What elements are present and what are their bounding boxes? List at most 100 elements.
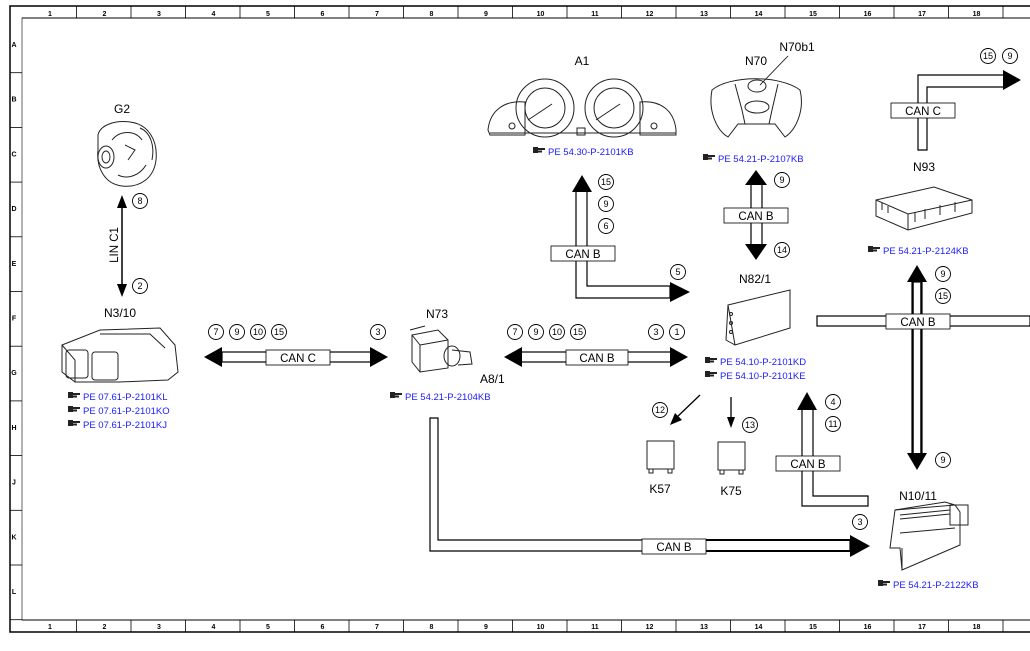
can-b-n70-label: CAN B xyxy=(738,211,773,223)
column-number: 2 xyxy=(103,11,107,18)
n93-label: N93 xyxy=(913,160,935,174)
column-number: 7 xyxy=(375,624,379,631)
component-n73[interactable]: N73 A8/1 PE 54.21-P-2104KB xyxy=(390,307,505,403)
reference-link[interactable]: PE 54.21-P-2107KB xyxy=(703,154,804,165)
hand-pointer-icon xyxy=(533,147,545,153)
column-number: 10 xyxy=(537,11,545,18)
bus-can-b-n10: CAN B 4 11 xyxy=(775,392,869,507)
callout-circle xyxy=(528,324,544,340)
component-k57[interactable]: K57 xyxy=(646,440,675,496)
reference-text[interactable]: PE 54.10-P-2101KE xyxy=(720,371,806,382)
callout-circle xyxy=(507,324,523,340)
reference-text[interactable]: PE 54.21-P-2124KB xyxy=(883,246,969,257)
can-b-mid-label: CAN B xyxy=(579,353,614,365)
reference-text[interactable]: PE 07.61-P-2101KJ xyxy=(83,420,167,431)
hand-pointer-icon xyxy=(703,154,715,160)
callout-number: 2 xyxy=(137,281,142,291)
callout-circle xyxy=(598,196,614,212)
reference-text[interactable]: PE 54.21-P-2104KB xyxy=(405,392,491,403)
callout-circle xyxy=(132,278,148,294)
row-letter: A xyxy=(11,42,16,49)
reference-link[interactable]: PE 07.61-P-2101KO xyxy=(68,406,170,417)
callout-circle xyxy=(825,416,841,432)
callout-number: 3 xyxy=(653,327,658,337)
reference-text[interactable]: PE 54.21-P-2107KB xyxy=(718,154,804,165)
reference-text[interactable]: PE 54.21-P-2122KB xyxy=(893,580,979,591)
ignition-switch-icon xyxy=(409,325,473,373)
callout-number: 9 xyxy=(779,175,784,185)
callout-circle xyxy=(935,452,951,468)
component-n70[interactable]: N70 N70b1 PE 54.21-P-2107KB xyxy=(703,40,815,165)
callout-number: 9 xyxy=(940,269,945,279)
reference-text[interactable]: PE 07.61-P-2101KL xyxy=(83,392,168,403)
column-number: 7 xyxy=(375,11,379,18)
can-b-bottom-label: CAN B xyxy=(656,542,691,554)
hand-pointer-icon xyxy=(68,392,80,398)
n73-label: N73 xyxy=(426,307,448,321)
drawing-frame xyxy=(9,5,1030,633)
component-g2[interactable]: G2 xyxy=(97,102,157,187)
column-number: 13 xyxy=(700,624,708,631)
can-c-right-label: CAN C xyxy=(905,106,941,118)
column-number: 10 xyxy=(537,624,545,631)
callout-number: 15 xyxy=(601,177,611,187)
component-n10-11[interactable]: N10/11 PE 54.21-P-2122KB xyxy=(878,489,979,591)
reference-link[interactable]: PE 07.61-P-2101KJ xyxy=(68,420,167,431)
column-number: 18 xyxy=(973,11,981,18)
column-number: 11 xyxy=(591,11,599,18)
column-number: 5 xyxy=(266,11,270,18)
callout-number: 14 xyxy=(777,245,787,255)
callout-number: 6 xyxy=(603,221,608,231)
callout-circle xyxy=(648,324,664,340)
reference-text[interactable]: PE 07.61-P-2101KO xyxy=(83,406,170,417)
callout-number: 15 xyxy=(274,327,284,337)
bus-can-b-bottom: CAN B 3 xyxy=(429,417,870,557)
callout-circle xyxy=(742,417,758,433)
hand-pointer-icon xyxy=(68,420,80,426)
k57-signal-arrow: 12 xyxy=(652,394,701,425)
callout-number: 4 xyxy=(830,397,835,407)
reference-link[interactable]: PE 07.61-P-2101KL xyxy=(68,392,168,403)
column-number: 13 xyxy=(700,11,708,18)
row-letter: L xyxy=(12,589,17,596)
callout-number: 1 xyxy=(674,327,679,337)
component-k75[interactable]: K75 xyxy=(717,441,746,498)
reference-link[interactable]: PE 54.21-P-2104KB xyxy=(390,392,491,403)
reference-link[interactable]: PE 54.21-P-2122KB xyxy=(878,580,979,591)
engine-control-unit-icon xyxy=(61,327,179,383)
callout-number: 15 xyxy=(938,291,948,301)
can-b-a1-label: CAN B xyxy=(565,249,600,261)
callout-circle xyxy=(570,324,586,340)
column-number: 6 xyxy=(321,624,325,631)
component-n93[interactable]: N93 PE 54.21-P-2124KB xyxy=(868,160,973,257)
callout-number: 9 xyxy=(533,327,538,337)
reference-text[interactable]: PE 54.30-P-2101KB xyxy=(548,147,634,158)
column-number: 2 xyxy=(103,624,107,631)
reference-link[interactable]: PE 54.21-P-2124KB xyxy=(868,246,969,257)
can-b-n10-label: CAN B xyxy=(790,459,825,471)
n82-1-label: N82/1 xyxy=(739,272,771,286)
callout-number: 3 xyxy=(375,327,380,337)
callout-number: 13 xyxy=(745,420,755,430)
a1-label: A1 xyxy=(575,54,590,68)
n10-11-label: N10/11 xyxy=(899,489,937,503)
column-number: 15 xyxy=(809,11,817,18)
column-number: 11 xyxy=(591,624,599,631)
component-a1[interactable]: A1 PE 54.30-P-2101KB xyxy=(487,54,677,158)
component-n82-1[interactable]: N82/1 PE 54.10-P-2101KD PE 54.10-P-2101KE xyxy=(705,272,806,382)
callout-number: 11 xyxy=(828,419,837,429)
column-number: 1 xyxy=(48,11,52,18)
reference-link[interactable]: PE 54.30-P-2101KB xyxy=(533,147,634,158)
reference-link[interactable]: PE 54.10-P-2101KE xyxy=(705,371,806,382)
callout-number: 7 xyxy=(213,327,218,337)
callout-circle xyxy=(652,402,668,418)
reference-link[interactable]: PE 54.10-P-2101KD xyxy=(705,357,806,368)
hand-pointer-icon xyxy=(390,392,402,398)
reference-text[interactable]: PE 54.10-P-2101KD xyxy=(720,357,806,368)
